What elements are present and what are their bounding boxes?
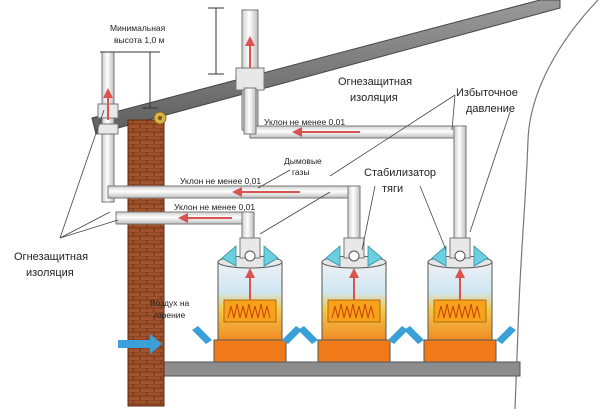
left-flue-pipe [97, 51, 119, 203]
fire-insulation-top-label-1: Огнезащитная [338, 76, 412, 88]
slope-label-top: Уклон не менее 0,01 [264, 117, 345, 127]
floor-slab [151, 361, 521, 377]
building-outline [514, 0, 599, 409]
slope-label-low: Уклон не менее 0,01 [174, 202, 255, 212]
left-flue-arrow [103, 88, 113, 120]
combustion-air-label-2: горение [154, 310, 186, 320]
min-height-dimension [100, 7, 224, 109]
leader-lines [59, 94, 511, 251]
flue-gas-arrows [178, 127, 360, 223]
min-height-label-2: высота 1,0 м [114, 35, 165, 45]
roof [91, 0, 561, 135]
boiler-right [423, 237, 497, 363]
draft-stabilizer-label-2: тяги [382, 183, 403, 195]
center-flue-arrow [245, 36, 255, 68]
min-height-label-1: Минимальная [110, 23, 166, 33]
combustion-air-arrows [118, 326, 516, 354]
brick-chimney [127, 119, 165, 407]
boiler-middle [317, 237, 391, 363]
boiler-left [213, 237, 287, 363]
flue-gases-label-2: газы [292, 167, 310, 177]
fire-insulation-left-label-2: изоляция [26, 267, 74, 279]
overpressure-label-1: Избыточное [456, 87, 518, 99]
slope-label-mid: Уклон не менее 0,01 [180, 176, 261, 186]
combustion-air-label-1: Воздух на [150, 298, 190, 308]
fire-insulation-left-label-1: Огнезащитная [14, 251, 88, 263]
fire-insulation-top-label-2: изоляция [350, 92, 398, 104]
flue-gases-label-1: Дымовые [284, 156, 322, 166]
overpressure-label-2: давление [466, 103, 515, 115]
draft-stabilizer-label-1: Стабилизатор [364, 167, 436, 179]
insulation-marker-icon [153, 111, 167, 125]
